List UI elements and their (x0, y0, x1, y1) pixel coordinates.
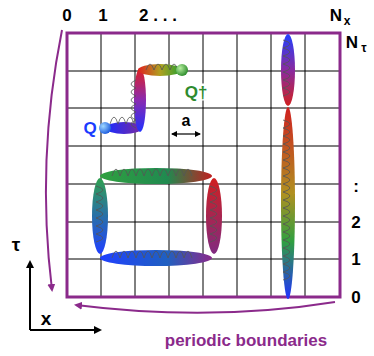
row-index: : (353, 178, 359, 195)
caption-label: periodic boundaries (165, 332, 327, 349)
subscript: τ (361, 42, 366, 54)
row-index: 2 (351, 214, 360, 231)
spacing-label: a (180, 113, 193, 129)
column-index: 0 (62, 7, 71, 24)
axis-label: τ (12, 235, 20, 254)
column-index: 2 . . . (139, 7, 177, 24)
row-count: N (346, 34, 358, 51)
subscript: x (344, 15, 351, 27)
axis-label: x (41, 309, 52, 328)
quark-label: Q (81, 120, 98, 137)
column-index: 1 (98, 7, 107, 24)
column-count: N (330, 7, 342, 24)
row-index: 0 (351, 289, 360, 306)
row-index: 1 (351, 251, 360, 268)
antiquark-label: Q† (183, 84, 210, 101)
